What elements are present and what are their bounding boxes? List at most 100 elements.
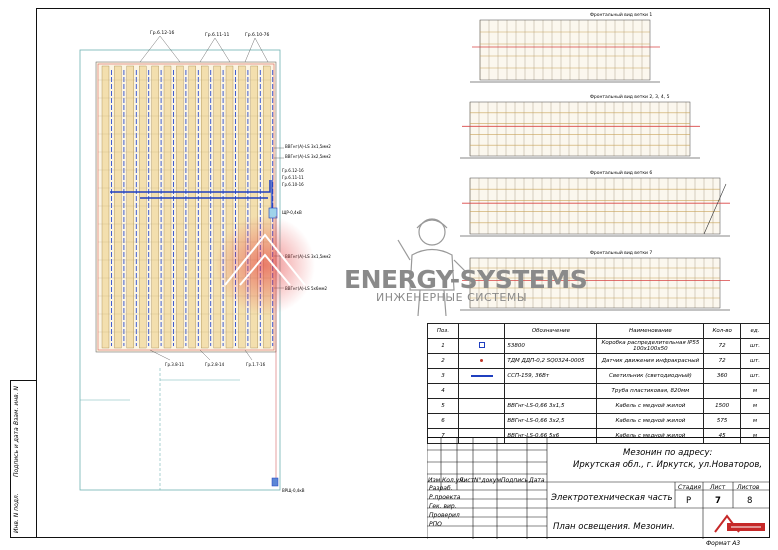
spec-cell-code — [504, 383, 598, 399]
spec-cell-unit: шт. — [739, 368, 771, 384]
side-label-replace: Взам. инв. N — [13, 386, 20, 425]
col-unit: ед. — [739, 323, 771, 339]
stamp-role: Разраб. — [429, 485, 453, 492]
spec-symbol-icon — [458, 353, 506, 369]
watermark-subtitle: ИНЖЕНЕРНЫЕ СИСТЕМЫ — [376, 291, 528, 304]
spec-cell-qty — [703, 383, 741, 399]
elevation-view — [460, 257, 730, 311]
spec-cell-qty: 575 — [703, 413, 741, 429]
spec-cell-name: Датчик движения инфракрасный — [596, 353, 705, 369]
group-label: Гр.6.10-76 — [245, 32, 270, 38]
spec-cell-qty: 1500 — [703, 398, 741, 414]
spec-cell-name: Кабель с медной жилой — [596, 398, 705, 414]
spec-cell-code: ВВГнг-LS-0,66 5х6 — [504, 428, 598, 444]
view-title: Фронтальный вид ветки 6 — [590, 169, 652, 176]
panel-label: ВРЩ-0,4кВ — [282, 488, 305, 493]
stamp-role: Р.проекта — [429, 494, 461, 501]
col-name: Наименование — [596, 323, 705, 339]
stamp-col-date: Дата — [529, 477, 545, 484]
stamp-col-doc: N°докум. — [474, 477, 503, 484]
view-title: Фронтальный вид ветки 2, 3, 4, 5 — [590, 93, 670, 100]
table-header-row: Поз. Обозначение Наименование Кол-во ед. — [426, 323, 771, 339]
spec-cell-unit: м — [739, 398, 771, 414]
group-label: Гр.1.7-16 — [246, 362, 266, 367]
spec-cell-name: Коробка распределительная IP55 100х100х5… — [596, 338, 705, 354]
spec-symbol-icon — [458, 428, 506, 444]
stamp-col-izm: Изм. — [428, 477, 443, 484]
col-pos: Поз. — [426, 323, 460, 339]
side-stamp: Инв. N подл. Подпись и дата Взам. инв. N — [10, 380, 36, 538]
group-label: Гр.6.12-16 — [282, 168, 304, 173]
spec-cell-name: Светильник (светодиодный) — [596, 368, 705, 384]
specification-table: Поз. Обозначение Наименование Кол-во ед.… — [426, 323, 771, 444]
group-label: Гр.6.12-16 — [150, 30, 175, 36]
stage-label: Стадия — [678, 484, 702, 491]
address-line-2: Иркутская обл., г. Иркутск, ул.Новаторов… — [573, 460, 763, 470]
drawing-frame — [36, 8, 770, 538]
spec-cell-name: Кабель с медной жилой — [596, 428, 705, 444]
rack-grid — [98, 65, 274, 349]
spec-cell-code: ВВГнг-LS-0,66 3х1,5 — [504, 398, 598, 414]
sheets-label: Листов — [737, 484, 760, 491]
sheet-value: 7 — [715, 496, 721, 506]
watermark-title: ENERGY-SYSTEMS — [344, 265, 588, 294]
elevation-views[interactable]: Фронтальный вид ветки 1 Фронтальный вид … — [440, 8, 770, 318]
group-label: Гр.2.8-14 — [205, 362, 225, 367]
spec-cell-pos: 3 — [426, 368, 460, 384]
title-block: Изм. Кол.уч. Лист N°докум. Подпись Дата … — [427, 437, 770, 539]
group-label: Гр.3.8-11 — [165, 362, 185, 367]
sheets-value: 8 — [747, 496, 753, 506]
spec-symbol-icon — [458, 338, 506, 354]
spec-symbol-icon — [458, 383, 506, 399]
spec-cell-unit: м — [739, 413, 771, 429]
side-label-sign: Подпись и дата — [13, 427, 20, 477]
stamp-role: РПО — [429, 521, 442, 528]
spec-cell-code: ТДМ ДДП-0,2 SQ0324-0005 — [504, 353, 598, 369]
col-qty: Кол-во — [703, 323, 741, 339]
stamp-col-kol: Кол.уч. — [442, 477, 465, 484]
spec-cell-pos: 2 — [426, 353, 460, 369]
spec-cell-pos: 4 — [426, 383, 460, 399]
spec-symbol-icon — [458, 413, 506, 429]
spec-cell-unit: шт. — [739, 353, 771, 369]
section-title: Электротехническая часть — [551, 493, 673, 503]
stamp-col-sign: Подпись — [501, 477, 528, 484]
spec-cell-pos: 6 — [426, 413, 460, 429]
cable-label: ВВГнг(А)-LS 3х2,5мм2 — [285, 154, 331, 159]
elevation-view — [470, 19, 660, 83]
stamp-role: Проверил — [429, 512, 460, 519]
col-symbol — [458, 323, 506, 339]
engineer-mascot-icon — [397, 218, 467, 317]
main-panel-box — [271, 477, 279, 487]
view-title: Фронтальный вид ветки 1 — [590, 11, 652, 18]
stage-value: Р — [686, 496, 692, 506]
spec-cell-code: ССП-159, 36Вт — [504, 368, 598, 384]
stamp-role: Гек. вир. — [429, 503, 457, 510]
stamp-col-list: Лист — [459, 477, 475, 484]
spec-cell-code: 53800 — [504, 338, 598, 354]
elevation-view — [460, 177, 730, 237]
group-label: Гр.6.10-16 — [282, 182, 304, 187]
view-title: Фронтальный вид ветки 7 — [590, 249, 652, 256]
group-label: Гр.6.11-11 — [282, 175, 304, 180]
spec-cell-unit: м — [739, 383, 771, 399]
spec-cell-qty: 45 — [703, 428, 741, 444]
address-line-1: Мезонин по адресу: — [623, 448, 713, 458]
spec-cell-pos: 1 — [426, 338, 460, 354]
sheet-title: План освещения. Мезонин. — [553, 522, 675, 532]
spec-cell-qty: 72 — [703, 353, 741, 369]
side-label-inv: Инв. N подл. — [13, 493, 20, 533]
spec-cell-name: Кабель с медной жилой — [596, 413, 705, 429]
cable-label: ВВГнг(А)-LS 3х1,5мм2 — [285, 144, 331, 149]
spec-symbol-icon — [458, 368, 506, 384]
spec-cell-qty: 72 — [703, 338, 741, 354]
spec-symbol-icon — [458, 398, 506, 414]
energy-logo-icon — [215, 215, 315, 315]
spec-cell-pos: 5 — [426, 398, 460, 414]
